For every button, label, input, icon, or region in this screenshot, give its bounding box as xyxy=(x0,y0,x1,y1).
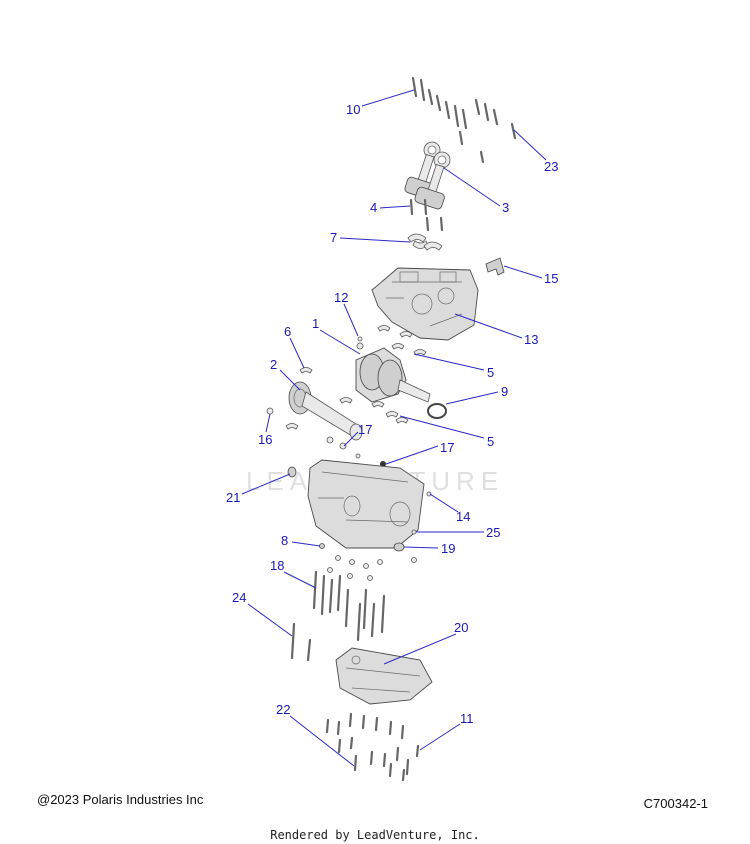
callout-7: 7 xyxy=(330,230,337,245)
callout-9: 9 xyxy=(501,384,508,399)
upper-crankcase xyxy=(371,267,479,341)
callout-19: 19 xyxy=(441,541,455,556)
callout-23: 23 xyxy=(544,159,558,174)
callout-13: 13 xyxy=(524,332,538,347)
diagram-id: C700342-1 xyxy=(643,796,708,811)
oil-seal xyxy=(427,403,447,419)
rendered-by-text: Rendered by LeadVenture, Inc. xyxy=(270,828,480,842)
callout-25: 25 xyxy=(486,525,500,540)
dowel-pin xyxy=(266,407,274,415)
callout-21: 21 xyxy=(226,490,240,505)
small-pins xyxy=(339,336,386,467)
rod-bolts xyxy=(409,198,444,232)
upper-bolt-set xyxy=(411,76,517,164)
callout-leaders xyxy=(241,89,547,767)
callout-16: 16 xyxy=(258,432,272,447)
copyright-text: @2023 Polaris Industries Inc xyxy=(37,792,204,807)
callout-1: 1 xyxy=(312,316,319,331)
callout-12: 12 xyxy=(334,290,348,305)
callout-17b: 17 xyxy=(440,440,454,455)
crankshaft xyxy=(355,342,431,403)
callout-labels: 10 23 3 4 7 15 13 12 1 6 2 5 9 5 16 17 1… xyxy=(226,102,558,726)
callout-4: 4 xyxy=(370,200,377,215)
balance-shaft-assembly xyxy=(285,367,363,444)
callout-10: 10 xyxy=(346,102,360,117)
crankcase-bolts xyxy=(290,570,386,662)
lower-crankcase xyxy=(287,459,432,549)
connecting-rods xyxy=(404,141,451,210)
callout-20: 20 xyxy=(454,620,468,635)
oil-pan xyxy=(335,647,433,705)
callout-14: 14 xyxy=(456,509,470,524)
callout-5b: 5 xyxy=(487,434,494,449)
callout-11: 11 xyxy=(460,711,474,726)
callout-22: 22 xyxy=(276,702,290,717)
bracket-part xyxy=(485,257,505,276)
callout-15: 15 xyxy=(544,271,558,286)
callout-6: 6 xyxy=(284,324,291,339)
main-bearings-upper xyxy=(377,325,427,356)
nuts-washers xyxy=(319,542,417,581)
callout-18: 18 xyxy=(270,558,284,573)
oil-pan-bolts xyxy=(325,712,420,782)
main-bearings-lower xyxy=(339,397,409,424)
callout-24: 24 xyxy=(232,590,246,605)
callout-3: 3 xyxy=(502,200,509,215)
rod-bearings xyxy=(407,233,443,251)
callout-5a: 5 xyxy=(487,365,494,380)
callout-8: 8 xyxy=(281,533,288,548)
callout-17a: 17 xyxy=(358,422,372,437)
callout-2: 2 xyxy=(270,357,277,372)
